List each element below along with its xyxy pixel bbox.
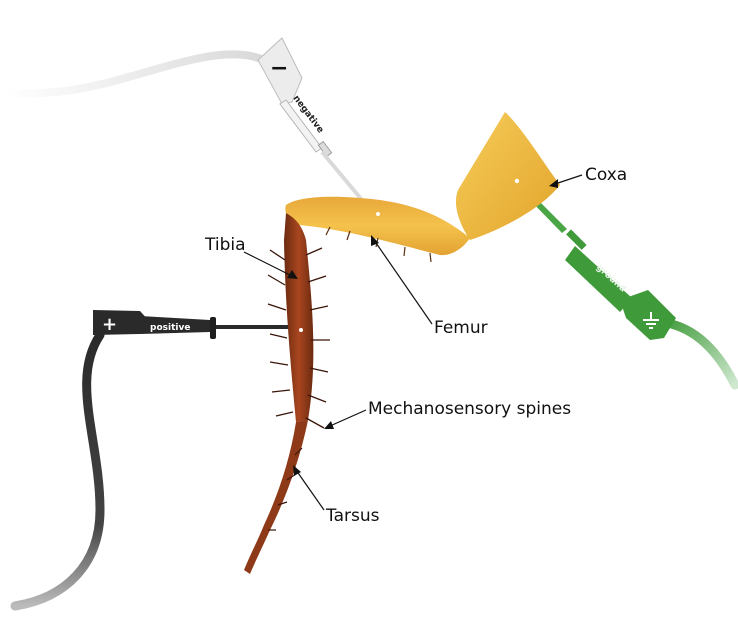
tibia-electrode-point: [299, 328, 303, 332]
coxa-label: Coxa: [549, 165, 627, 188]
tibia-label: Tibia: [204, 235, 298, 279]
svg-text:Mechanosensory spines: Mechanosensory spines: [368, 399, 571, 419]
svg-text:Tarsus: Tarsus: [325, 506, 380, 526]
tibia-segment: [284, 213, 314, 422]
svg-text:Coxa: Coxa: [585, 165, 627, 185]
negative-symbol: −: [270, 56, 288, 81]
femur-label: Femur: [371, 235, 488, 338]
ground-symbol-icon: [643, 312, 659, 329]
tarsus-label: Tarsus: [293, 465, 380, 526]
svg-text:Tibia: Tibia: [204, 235, 246, 255]
coxa-segment: [455, 112, 560, 240]
femur-segment: [285, 196, 470, 256]
positive-symbol: +: [102, 314, 117, 335]
femur-electrode-point: [376, 212, 380, 216]
spines-label: Mechanosensory spines: [324, 399, 571, 429]
positive-probe: positive: [93, 310, 296, 339]
positive-probe-label: positive: [150, 323, 190, 333]
positive-cable: [10, 330, 105, 611]
negative-cable: [1, 50, 272, 98]
tibia-spines: [267, 247, 330, 429]
femur-spines: [325, 226, 432, 263]
svg-text:Femur: Femur: [434, 318, 488, 338]
ground-probe: ground: [527, 193, 676, 340]
ground-cable: [655, 317, 738, 390]
tarsus-segment: [244, 420, 308, 574]
coxa-electrode-point: [514, 178, 520, 184]
